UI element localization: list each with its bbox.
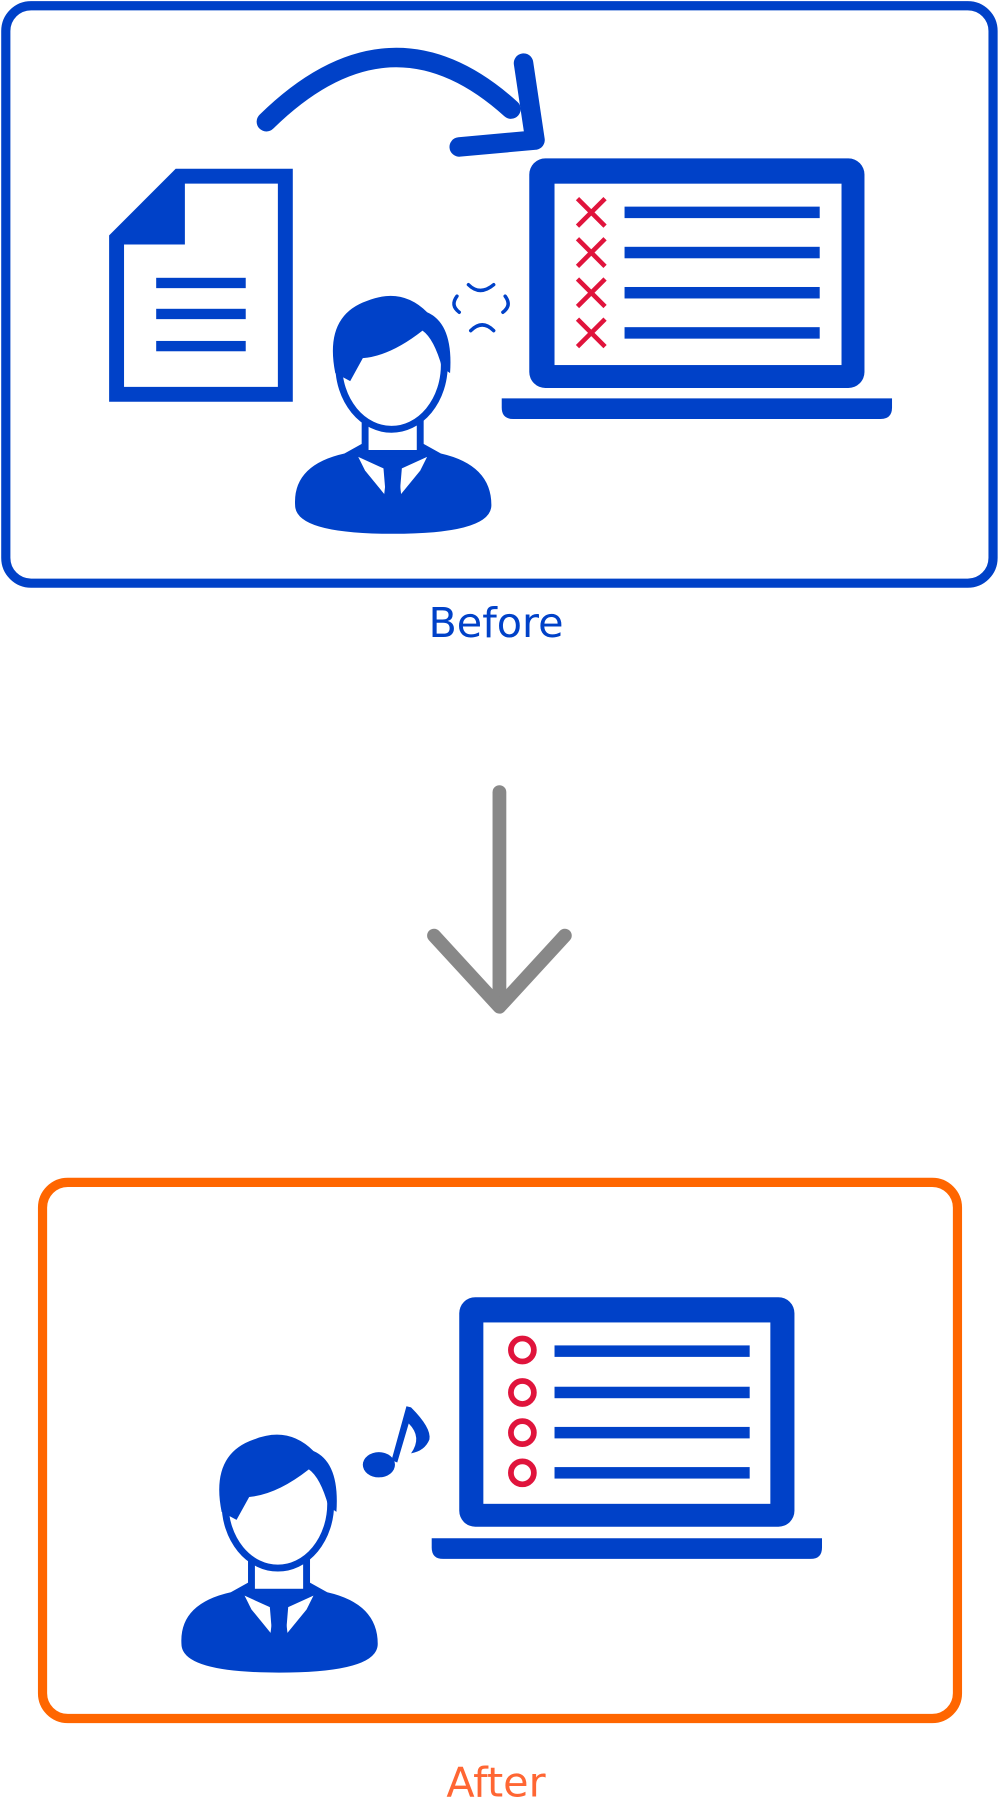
document-icon — [109, 168, 293, 402]
cross-icon — [575, 277, 607, 309]
before-frame — [1, 1, 998, 588]
laptop-icon — [431, 1297, 823, 1559]
cross-icon — [575, 317, 607, 349]
laptop-icon — [501, 158, 893, 420]
down-arrow-icon — [427, 785, 572, 1014]
before-panel: Before — [1, 1, 998, 647]
circle-icon — [508, 1458, 537, 1488]
frustration-marks-icon — [452, 282, 510, 333]
after-frame — [37, 1177, 963, 1724]
after-panel: After — [37, 1177, 963, 1800]
circle-icon — [508, 1378, 537, 1407]
happy-person-icon — [181, 1435, 377, 1673]
circle-icon — [508, 1335, 537, 1365]
cross-icon — [575, 196, 607, 228]
after-label: After — [446, 1759, 545, 1800]
confused-person-icon — [295, 296, 491, 534]
circle-icon — [508, 1418, 537, 1448]
before-label: Before — [428, 599, 563, 647]
transfer-arrowhead-icon — [449, 53, 545, 157]
transfer-arrow-icon — [256, 47, 521, 132]
cross-icon — [575, 237, 607, 268]
music-note-icon — [362, 1406, 430, 1478]
